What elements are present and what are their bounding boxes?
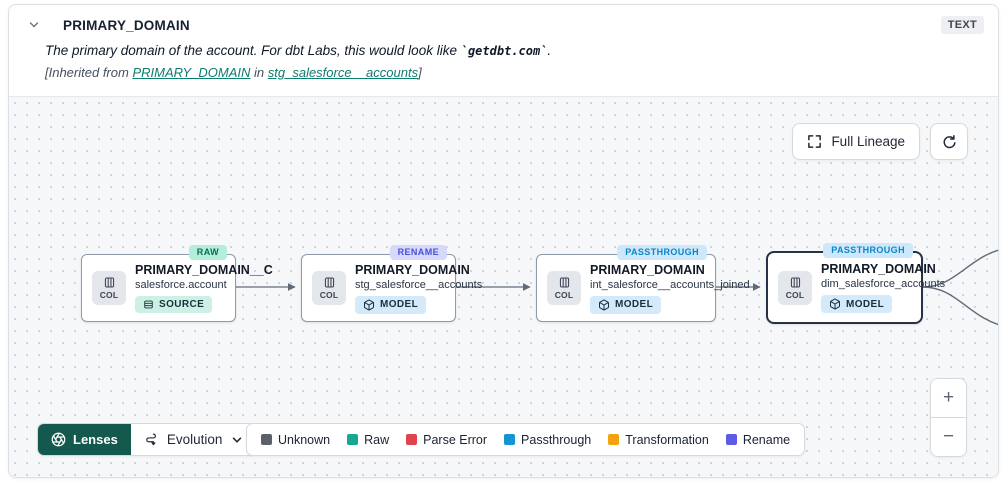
description-period: . — [547, 43, 552, 58]
evolution-route-icon — [146, 433, 156, 446]
legend-swatch — [504, 434, 516, 445]
lens-select-dropdown[interactable]: Evolution — [130, 424, 257, 455]
column-icon: COL — [92, 271, 126, 305]
lenses-button[interactable]: Lenses — [38, 424, 131, 455]
model-icon — [364, 299, 374, 310]
inherited-note: [Inherited from PRIMARY_DOMAIN in stg_sa… — [45, 65, 422, 80]
legend-item: Unknown — [261, 433, 330, 447]
node-table-name: stg_salesforce__accounts — [355, 278, 483, 291]
lens-controls: Lenses Evolution — [37, 423, 258, 456]
legend-label: Raw — [364, 432, 390, 447]
legend-swatch — [406, 434, 418, 445]
lens-aperture-icon — [51, 432, 66, 447]
zoom-divider — [931, 417, 966, 418]
collapse-chevron-icon[interactable] — [23, 16, 45, 34]
chevron-down-icon — [233, 436, 242, 443]
description-code: `getdbt.com` — [460, 44, 548, 58]
zoom-controls: + − — [930, 378, 967, 457]
lineage-canvas[interactable]: RAW COL PRIMARY_DOMAIN__C salesforce.acc… — [9, 96, 998, 477]
evolution-tag: RENAME — [389, 245, 447, 260]
legend-label: Passthrough — [521, 432, 592, 447]
resource-badge: MODEL — [355, 295, 427, 314]
evolution-tag: PASSTHROUGH — [823, 243, 913, 258]
description-text: The primary domain of the account. For d… — [45, 43, 461, 58]
legend-label: Transformation — [625, 432, 709, 447]
lineage-node-dim-selected[interactable]: PASSTHROUGH COL PRIMARY_DOMAIN dim_sales… — [766, 243, 945, 324]
lineage-node-staging[interactable]: RENAME COL PRIMARY_DOMAIN stg_salesforce… — [301, 245, 482, 322]
node-column-name: PRIMARY_DOMAIN — [355, 262, 470, 277]
fullscreen-icon — [808, 135, 822, 148]
legend-swatch — [347, 434, 359, 445]
refresh-icon — [943, 134, 956, 148]
column-icon: COL — [547, 271, 581, 305]
model-icon — [599, 299, 609, 310]
node-column-name: PRIMARY_DOMAIN — [590, 262, 705, 277]
zoom-in-button[interactable]: + — [931, 379, 966, 417]
inherited-model-link[interactable]: stg_salesforce__accounts — [267, 65, 419, 80]
legend-label: Rename — [742, 432, 791, 447]
legend-item: Parse Error — [406, 433, 487, 447]
inherited-column-link[interactable]: PRIMARY_DOMAIN — [132, 65, 251, 80]
node-table-name: int_salesforce__accounts_joined — [590, 278, 750, 291]
legend-swatch — [725, 434, 737, 445]
node-table-name: salesforce.account — [135, 279, 227, 291]
column-icon: COL — [778, 270, 812, 305]
source-icon — [144, 300, 153, 309]
evolution-tag: PASSTHROUGH — [617, 245, 707, 260]
column-header: PRIMARY_DOMAIN TEXT The primary domain o… — [9, 5, 998, 80]
legend-item: Raw — [347, 433, 389, 447]
node-column-name: PRIMARY_DOMAIN — [821, 262, 936, 276]
column-type-badge: TEXT — [940, 16, 984, 34]
legend-item: Passthrough — [504, 433, 591, 447]
resource-badge: SOURCE — [135, 296, 213, 313]
full-lineage-button[interactable]: Full Lineage — [792, 123, 920, 160]
column-icon: COL — [312, 271, 346, 305]
zoom-out-button[interactable]: − — [931, 418, 966, 456]
lineage-node-source[interactable]: RAW COL PRIMARY_DOMAIN__C salesforce.acc… — [81, 245, 273, 322]
column-title: PRIMARY_DOMAIN — [63, 17, 190, 33]
legend-label: Parse Error — [423, 432, 488, 447]
legend-item: Rename — [725, 432, 791, 447]
column-lineage-panel: PRIMARY_DOMAIN TEXT The primary domain o… — [8, 4, 999, 478]
lineage-node-intermediate[interactable]: PASSTHROUGH COL PRIMARY_DOMAIN int_sales… — [536, 245, 750, 322]
column-description: The primary domain of the account. For d… — [45, 43, 984, 58]
resource-badge: MODEL — [590, 295, 662, 314]
model-icon — [830, 298, 840, 310]
evolution-tag: RAW — [188, 245, 227, 260]
evolution-legend: Unknown Raw Parse Error Passthrough Transfor… — [246, 423, 806, 456]
resource-badge: MODEL — [821, 295, 893, 313]
refresh-button[interactable] — [930, 123, 968, 160]
legend-label: Unknown — [278, 432, 331, 447]
legend-swatch — [261, 434, 272, 445]
node-column-name: PRIMARY_DOMAIN__C — [135, 263, 273, 277]
legend-item: Transformation — [608, 433, 709, 447]
legend-swatch — [608, 434, 620, 445]
node-table-name: dim_salesforce_accounts — [821, 278, 946, 290]
